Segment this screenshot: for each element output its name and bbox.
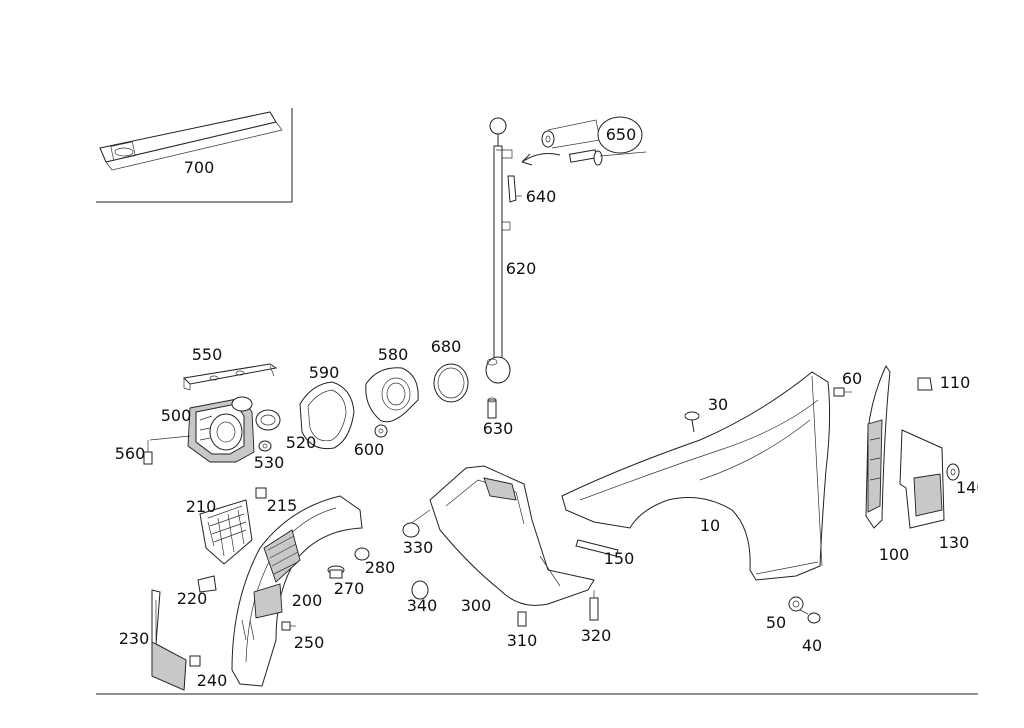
grille-insert-drawing — [197, 487, 267, 593]
label-530: 530 — [254, 453, 285, 472]
seal-rings-drawing — [299, 363, 469, 450]
label-640: 640 — [526, 187, 557, 206]
label-200: 200 — [292, 591, 323, 610]
label-240: 240 — [197, 671, 228, 690]
edge-mask — [978, 470, 1024, 510]
label-50: 50 — [766, 613, 786, 632]
label-620: 620 — [506, 259, 537, 278]
front-liner-drawing — [231, 495, 370, 687]
label-150: 150 — [604, 549, 635, 568]
label-580: 580 — [378, 345, 409, 364]
label-330: 330 — [403, 538, 434, 557]
label-220: 220 — [177, 589, 208, 608]
label-130: 130 — [939, 533, 970, 552]
label-550: 550 — [192, 345, 223, 364]
label-590: 590 — [309, 363, 340, 382]
label-230: 230 — [119, 629, 150, 648]
label-320: 320 — [581, 626, 612, 645]
label-310: 310 — [507, 631, 538, 650]
label-600: 600 — [354, 440, 385, 459]
label-30: 30 — [708, 395, 728, 414]
label-500: 500 — [161, 406, 192, 425]
antenna-drawing — [485, 117, 647, 419]
label-60: 60 — [842, 369, 862, 388]
callout-650-circle — [597, 116, 643, 154]
label-560: 560 — [115, 444, 146, 463]
label-280: 280 — [365, 558, 396, 577]
label-700: 700 — [184, 158, 215, 177]
label-630: 630 — [483, 419, 514, 438]
fender-drawing — [561, 371, 831, 581]
label-110: 110 — [940, 373, 971, 392]
label-340: 340 — [407, 596, 438, 615]
label-100: 100 — [879, 545, 910, 564]
label-300: 300 — [461, 596, 492, 615]
label-270: 270 — [334, 579, 365, 598]
fender-bracket-drawing — [788, 364, 960, 624]
part-labels: 700 650 640 620 630 680 580 590 550 500 … — [115, 125, 987, 690]
rear-liner-drawing — [402, 465, 599, 627]
fender-fasteners-drawing — [575, 411, 700, 557]
horn-assembly-drawing — [143, 363, 281, 465]
label-10: 10 — [700, 516, 720, 535]
label-210: 210 — [186, 497, 217, 516]
mud-flap-drawing — [151, 589, 201, 691]
label-215: 215 — [267, 496, 298, 515]
label-650: 650 — [606, 125, 637, 144]
label-520: 520 — [286, 433, 317, 452]
label-680: 680 — [431, 337, 462, 356]
cable-strap-drawing — [99, 111, 283, 171]
label-40: 40 — [802, 636, 822, 655]
label-250: 250 — [294, 633, 325, 652]
